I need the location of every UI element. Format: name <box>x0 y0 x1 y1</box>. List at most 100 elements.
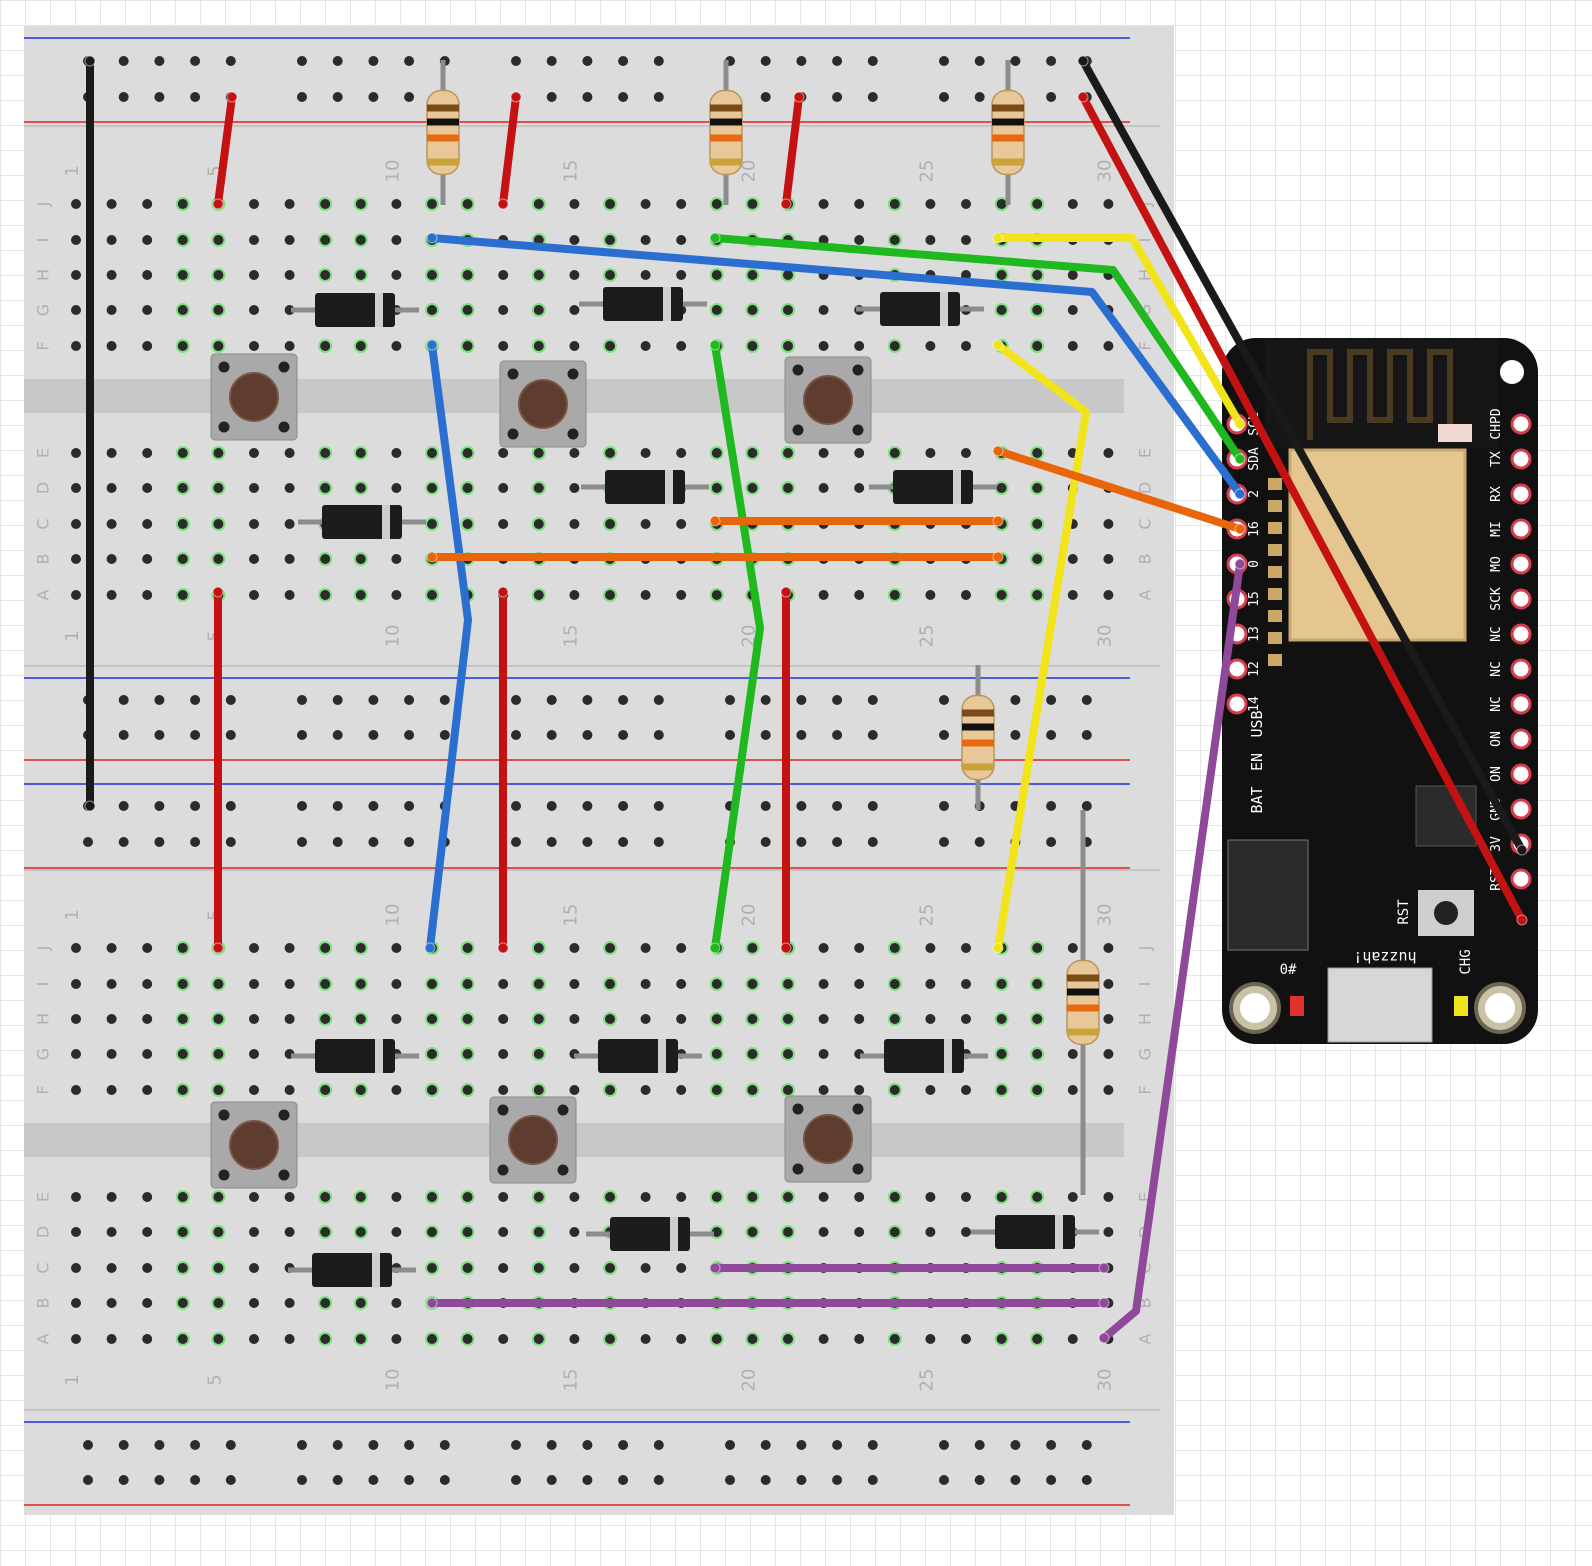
hole <box>142 235 153 245</box>
hole <box>106 1192 117 1202</box>
wire-red <box>782 93 803 208</box>
hole <box>391 1014 402 1024</box>
hole <box>618 730 629 740</box>
hole <box>320 235 331 245</box>
hole <box>533 1192 544 1202</box>
hole <box>106 1227 117 1237</box>
hole <box>546 730 557 740</box>
hole <box>653 837 664 847</box>
hole <box>1032 1334 1043 1344</box>
hole <box>106 1298 117 1308</box>
hole <box>569 270 580 280</box>
row-letter: B <box>1136 1298 1155 1309</box>
hole <box>71 1049 81 1059</box>
hole <box>1067 554 1078 564</box>
hole <box>297 1475 307 1485</box>
hole <box>605 1014 615 1024</box>
hole <box>818 943 829 953</box>
column-number: 20 <box>738 904 759 927</box>
hole <box>1032 270 1043 280</box>
hole <box>961 1334 971 1344</box>
hole <box>939 56 949 66</box>
hole <box>320 1227 331 1237</box>
pin-label: 12 <box>1247 661 1262 677</box>
hole <box>640 1085 651 1095</box>
column-number: 25 <box>916 160 937 183</box>
hole <box>391 270 402 280</box>
resistor-band <box>427 104 459 112</box>
column-number: 10 <box>382 904 403 927</box>
hole <box>498 1227 509 1237</box>
hole <box>106 483 117 493</box>
hole <box>249 979 259 989</box>
usb-connector <box>1327 967 1433 1043</box>
hole <box>391 554 402 564</box>
hole <box>939 92 949 102</box>
hole <box>498 341 509 351</box>
pushbutton-pin <box>557 1104 569 1116</box>
hole <box>462 483 473 493</box>
hole <box>177 979 188 989</box>
hole <box>1010 695 1021 705</box>
hole <box>355 235 366 245</box>
hole <box>1067 270 1078 280</box>
header-pin <box>1510 728 1532 750</box>
row-letter: A <box>1136 589 1155 600</box>
header-pin <box>1510 763 1532 785</box>
hole <box>1067 1049 1078 1059</box>
pushbutton-pin <box>218 421 230 433</box>
hole <box>462 448 473 458</box>
hole <box>320 1334 331 1344</box>
hole <box>783 305 793 315</box>
hole <box>190 837 201 847</box>
pin-label: CHPD <box>1489 408 1504 439</box>
resistor-band <box>992 118 1024 126</box>
hole <box>284 270 295 280</box>
wire-end <box>1098 1297 1110 1309</box>
hole <box>284 1298 295 1308</box>
hole <box>711 1227 722 1237</box>
hole <box>297 695 307 705</box>
column-number: 30 <box>1094 625 1115 648</box>
hole <box>190 695 201 705</box>
row-letter: D <box>34 1226 53 1238</box>
wire-end <box>1077 55 1089 67</box>
hole <box>569 943 580 953</box>
hole <box>332 1475 343 1485</box>
hole <box>1032 1049 1043 1059</box>
row-letter: H <box>34 1013 53 1025</box>
hole <box>71 341 81 351</box>
hole <box>974 1440 985 1450</box>
row-letter: G <box>34 1048 53 1060</box>
hole <box>249 1263 259 1273</box>
hole <box>1103 590 1114 600</box>
hole <box>854 1085 865 1095</box>
hole <box>711 448 722 458</box>
hole <box>427 979 437 989</box>
hole <box>618 837 629 847</box>
wire-purple <box>1100 560 1244 1342</box>
hole <box>249 943 259 953</box>
hole <box>569 1227 580 1237</box>
hole <box>498 483 509 493</box>
wire-end <box>1098 1262 1110 1274</box>
hole <box>284 341 295 351</box>
pushbutton-pin <box>278 1109 290 1121</box>
hole <box>355 341 366 351</box>
hole <box>284 1014 295 1024</box>
hole <box>1103 979 1114 989</box>
hole <box>818 448 829 458</box>
hole <box>213 519 224 529</box>
hole <box>1103 1227 1114 1237</box>
hole <box>854 199 865 209</box>
hole <box>1010 56 1021 66</box>
hole <box>71 1085 81 1095</box>
hole <box>249 1085 259 1095</box>
hole <box>391 943 402 953</box>
hole <box>760 1440 771 1450</box>
hole <box>249 1014 259 1024</box>
pin-label: ON <box>1489 766 1504 782</box>
row-letter: A <box>34 589 53 600</box>
hole <box>1010 1440 1021 1450</box>
resistor-band <box>427 134 459 142</box>
